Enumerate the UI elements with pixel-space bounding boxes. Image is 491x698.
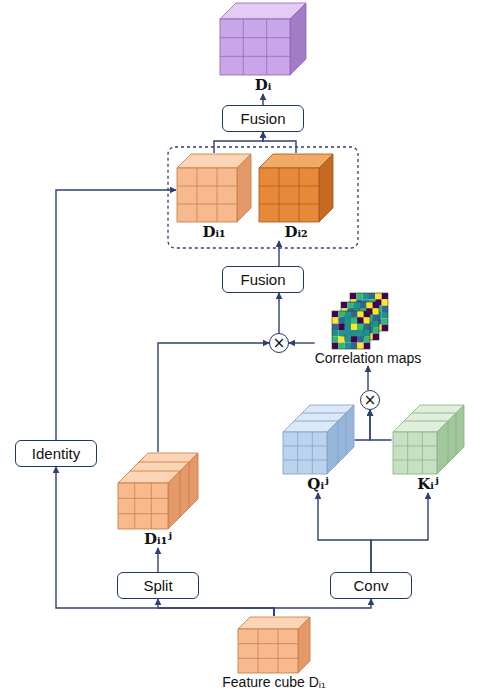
tensor-label: Dᵢ₂ <box>284 223 307 241</box>
input-feature-cube: Feature cube Dᵢ₁ <box>222 616 325 690</box>
tensor-label: Kᵢʲ <box>417 475 438 493</box>
flow-arrow <box>214 132 263 153</box>
cube-picture <box>282 404 355 475</box>
flow-arrow <box>367 366 368 390</box>
split-cube-stack: Dᵢ₁ʲ <box>117 452 199 548</box>
correlation-map-picture <box>331 292 405 350</box>
query-cube-stack: Qᵢʲ <box>282 404 355 493</box>
box-label: Split <box>143 577 172 594</box>
cube-picture <box>237 616 311 674</box>
flow-arrow <box>355 410 371 440</box>
multiply-node: × <box>360 390 380 410</box>
box-label: Fusion <box>240 271 285 288</box>
cube-picture <box>219 2 307 76</box>
multiply-symbol: × <box>273 335 286 352</box>
flow-arrow <box>263 132 296 153</box>
flow-arrow <box>56 467 274 616</box>
flow-arrow <box>56 190 176 440</box>
tensor-label: Qᵢʲ <box>307 475 328 493</box>
maps-label: Correlation maps <box>315 350 422 366</box>
flow-arrow <box>274 599 371 616</box>
feature-cube: Dᵢ₁ <box>176 153 252 241</box>
cube-picture <box>392 404 465 475</box>
fusion-box: Fusion <box>222 105 304 132</box>
flow-arrow <box>158 343 269 452</box>
multiply-symbol: × <box>364 392 377 409</box>
flow-arrow <box>371 493 428 572</box>
tensor-label: Dᵢ₁ʲ <box>144 530 172 548</box>
feature-cube: Dᵢ₂ <box>258 153 334 241</box>
fusion-box: Fusion <box>222 266 304 293</box>
cube-picture <box>258 153 334 223</box>
flow-arrow <box>262 94 263 105</box>
key-cube-stack: Kᵢʲ <box>392 404 465 493</box>
tensor-label: Dᵢ <box>255 76 272 94</box>
box-label: Fusion <box>240 110 285 127</box>
multiply-node: × <box>269 333 289 353</box>
flow-arrow <box>157 548 158 572</box>
correlation-maps: Correlation maps <box>315 292 422 366</box>
flow-arrow <box>278 293 279 333</box>
output-feature-cube: Dᵢ <box>219 2 307 94</box>
cube-picture <box>117 452 199 530</box>
identity-box: Identity <box>15 440 97 467</box>
flow-arrow <box>318 493 371 572</box>
flow-arrow <box>278 241 279 266</box>
flow-arrow <box>289 342 315 343</box>
split-box: Split <box>117 572 199 599</box>
conv-box: Conv <box>330 572 412 599</box>
box-label: Identity <box>32 445 80 462</box>
dashed-group <box>168 147 358 248</box>
box-label: Conv <box>353 577 388 594</box>
tensor-label: Feature cube Dᵢ₁ <box>222 674 325 690</box>
tensor-label: Dᵢ₁ <box>202 223 225 241</box>
cube-picture <box>176 153 252 223</box>
flow-arrow <box>370 410 392 440</box>
